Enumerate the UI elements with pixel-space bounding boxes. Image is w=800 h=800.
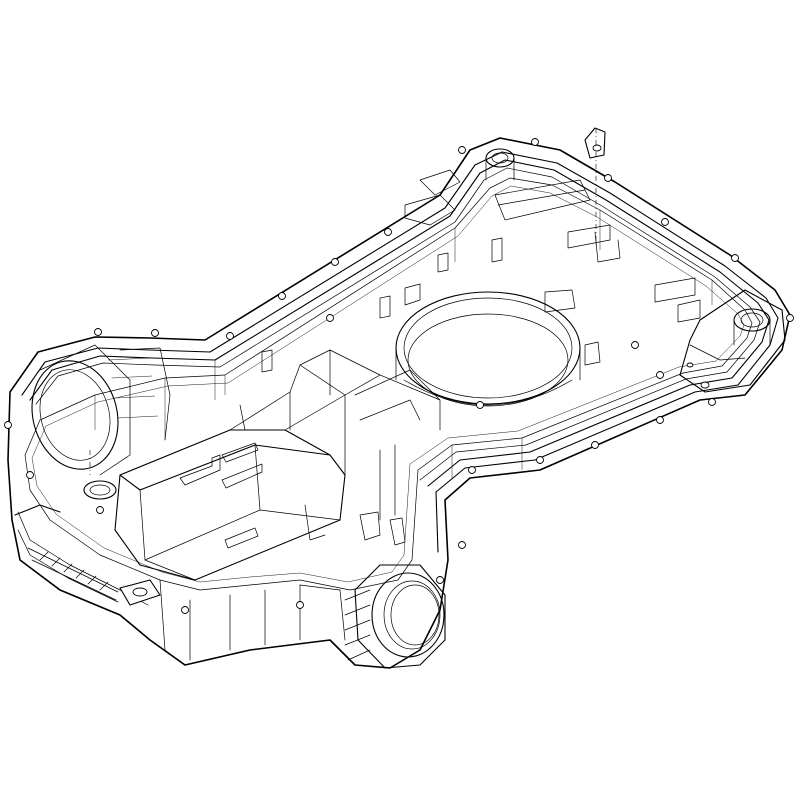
left-lower-wall [11, 504, 186, 666]
gasket-groove [24, 177, 753, 591]
centre-line [89, 127, 606, 475]
top-boss [404, 148, 591, 226]
front-port [344, 564, 446, 669]
left-end-bore [31, 344, 171, 476]
bolt-holes [4, 138, 794, 614]
right-end-boss [679, 289, 786, 393]
centre-bore [395, 291, 581, 407]
front-lower-wall [159, 579, 356, 666]
step-wall [229, 349, 441, 476]
drain-fitting [83, 480, 117, 500]
centre-box [114, 429, 346, 581]
clips [239, 224, 701, 546]
inner-walls [94, 210, 713, 478]
